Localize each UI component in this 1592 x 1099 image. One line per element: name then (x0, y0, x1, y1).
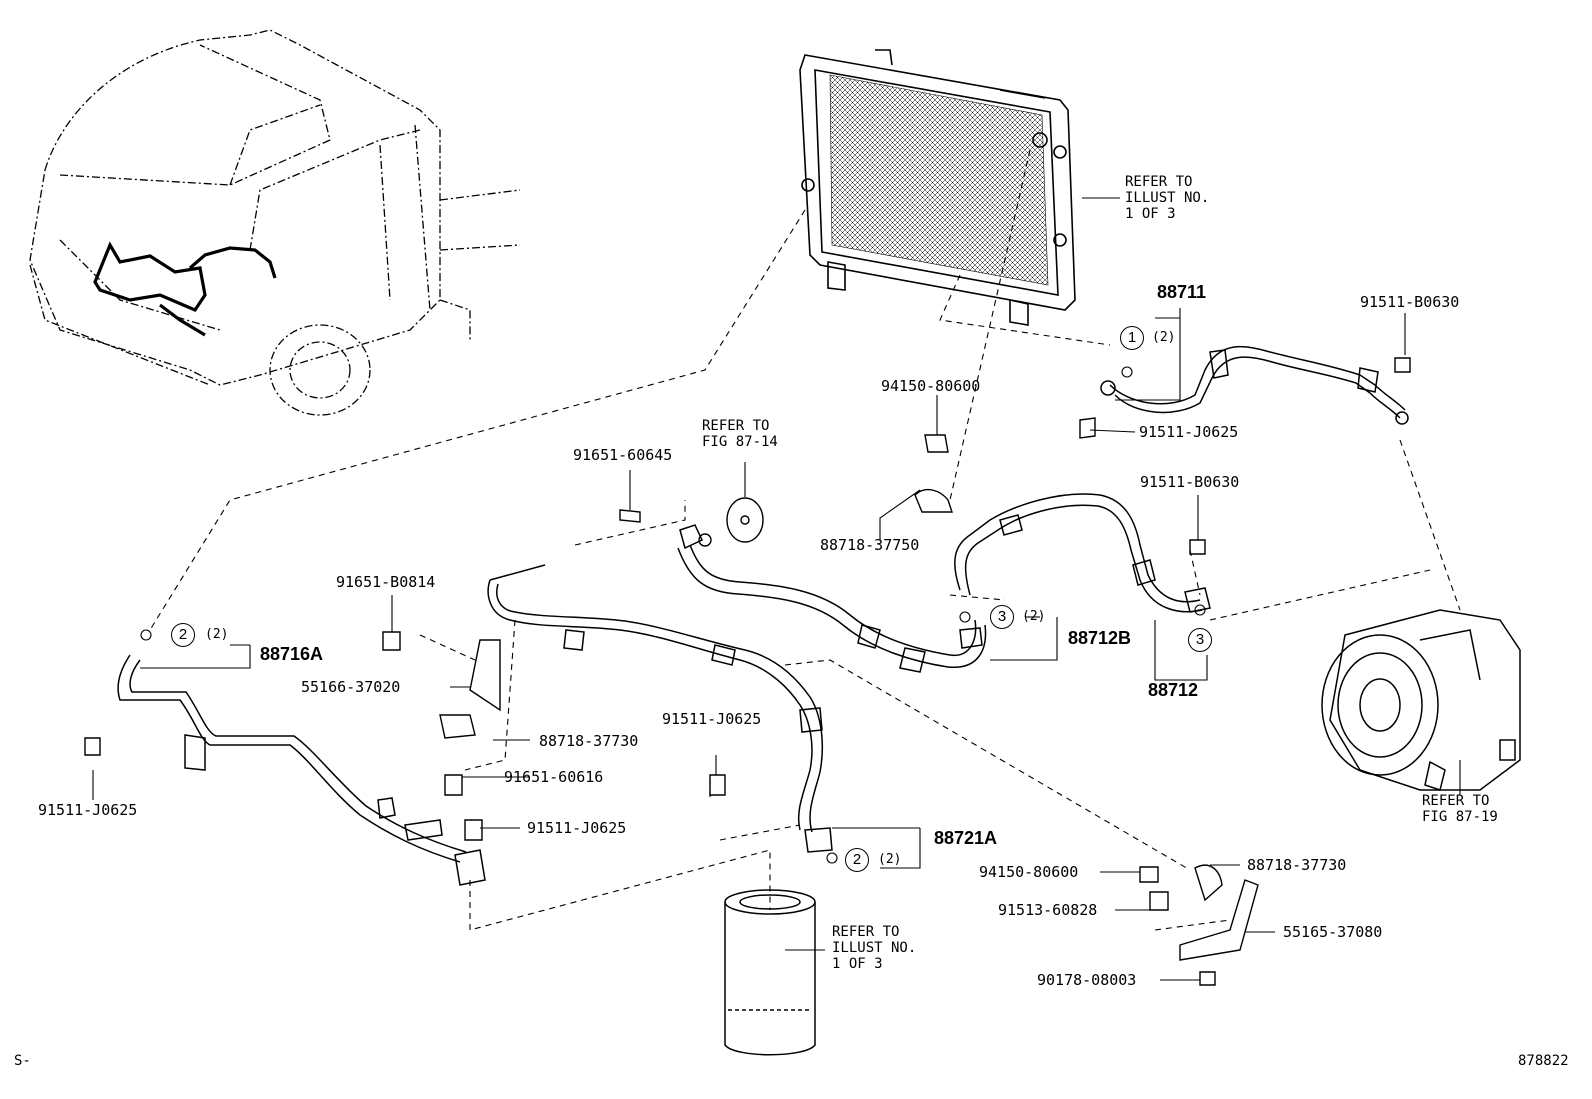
callout-3-left-qty: (2) (1022, 609, 1046, 624)
part-55165-37080-label[interactable]: 55165-37080 (1283, 923, 1383, 941)
compressor (1321, 609, 1521, 791)
callout-2-bottom-qty: (2) (878, 852, 902, 867)
part-94150-80600-top-label[interactable]: 94150-80600 (881, 377, 981, 395)
condenser (799, 49, 1076, 326)
part-88716a-label[interactable]: 88716A (260, 644, 324, 664)
part-55166-37020-label[interactable]: 55166-37020 (301, 678, 401, 696)
footer-left-mark: S- (14, 1053, 31, 1069)
callout-1-qty: (2) (1152, 330, 1176, 345)
dashed-leaders (149, 149, 1461, 931)
hose-88712 (954, 493, 1211, 613)
part-88712-label[interactable]: 88712 (1148, 680, 1199, 700)
callout-2-left: 2 (171, 623, 195, 647)
part-90178-08003-label[interactable]: 90178-08003 (1037, 971, 1137, 989)
callout-3-left: 3 (990, 605, 1014, 629)
truck-outline (29, 29, 521, 416)
part-91651-60616-label[interactable]: 91651-60616 (504, 768, 604, 786)
part-88711-label[interactable]: 88711 (1157, 282, 1207, 302)
hose-88721A (487, 564, 833, 853)
part-88721a-label[interactable]: 88721A (934, 828, 998, 848)
truck-ac-lines (93, 241, 277, 337)
refer-receiver-note: REFER TO ILLUST NO. 1 OF 3 (832, 924, 917, 972)
hose-88712B (677, 524, 987, 673)
callout-2-bottom: 2 (845, 848, 869, 872)
refer-fig-87-19-note: REFER TO FIG 87-19 (1422, 793, 1498, 825)
label-leaders (92, 197, 1461, 981)
part-88718-37750-label[interactable]: 88718-37750 (820, 536, 920, 554)
illustration-number: 878822 (1518, 1053, 1569, 1069)
small-parts (84, 357, 1411, 986)
part-91511-j0625-left-label[interactable]: 91511-J0625 (38, 801, 138, 819)
part-88712b-label[interactable]: 88712B (1068, 628, 1132, 648)
callout-1: 1 (1120, 326, 1144, 350)
part-88718-37730-left-label[interactable]: 88718-37730 (539, 732, 639, 750)
part-94150-80600-bot-label[interactable]: 94150-80600 (979, 863, 1079, 881)
part-91511-j0625-bot-label[interactable]: 91511-J0625 (527, 819, 627, 837)
receiver-dryer (724, 889, 816, 1056)
hose-88711 (1100, 345, 1409, 425)
part-91511-j0625-mid-label[interactable]: 91511-J0625 (662, 710, 762, 728)
part-91511-b0630-top-label[interactable]: 91511-B0630 (1360, 293, 1460, 311)
callout-2-left-qty: (2) (205, 627, 229, 642)
part-88718-37730-right-label[interactable]: 88718-37730 (1247, 856, 1347, 874)
refer-condenser-note: REFER TO ILLUST NO. 1 OF 3 (1125, 174, 1210, 222)
refer-fig-87-14-note: REFER TO FIG 87-14 (702, 418, 778, 450)
pipe-88716A (117, 654, 486, 886)
callout-3-right: 3 (1188, 628, 1212, 652)
part-91651-60645-label[interactable]: 91651-60645 (573, 446, 673, 464)
part-91651-b0814-label[interactable]: 91651-B0814 (336, 573, 436, 591)
part-91511-b0630-mid-label[interactable]: 91511-B0630 (1140, 473, 1240, 491)
part-91511-j0625-top-label[interactable]: 91511-J0625 (1139, 423, 1239, 441)
part-91513-60828-label[interactable]: 91513-60828 (998, 901, 1098, 919)
